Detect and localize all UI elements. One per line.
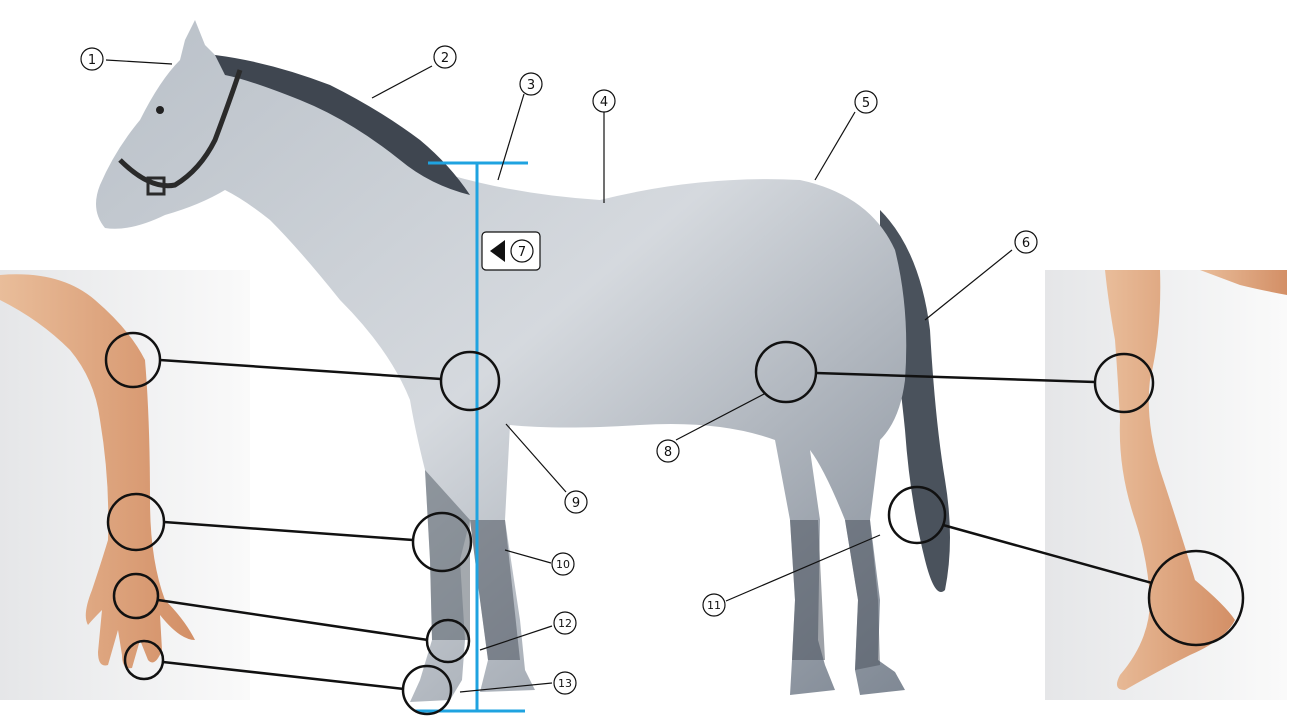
label-13: 13 [554, 672, 576, 694]
svg-text:3: 3 [527, 78, 535, 93]
svg-text:6: 6 [1022, 236, 1030, 251]
svg-text:12: 12 [558, 617, 572, 630]
label-10: 10 [552, 553, 574, 575]
svg-text:11: 11 [707, 599, 721, 612]
label-7-badge: 7 [482, 232, 540, 270]
label-6: 6 [1015, 231, 1037, 253]
svg-text:9: 9 [572, 496, 580, 511]
svg-text:13: 13 [558, 677, 572, 690]
label-5: 5 [855, 91, 877, 113]
svg-text:10: 10 [556, 558, 570, 571]
label-9: 9 [565, 491, 587, 513]
svg-text:1: 1 [88, 53, 96, 68]
svg-text:8: 8 [664, 445, 672, 460]
label-11: 11 [703, 594, 725, 616]
label-2: 2 [434, 46, 456, 68]
label-1: 1 [81, 48, 103, 70]
label-4: 4 [593, 90, 615, 112]
label-3: 3 [520, 73, 542, 95]
label-8: 8 [657, 440, 679, 462]
svg-text:5: 5 [862, 96, 870, 111]
svg-text:7: 7 [518, 245, 526, 260]
svg-text:2: 2 [441, 51, 449, 66]
svg-text:4: 4 [600, 95, 608, 110]
label-12: 12 [554, 612, 576, 634]
